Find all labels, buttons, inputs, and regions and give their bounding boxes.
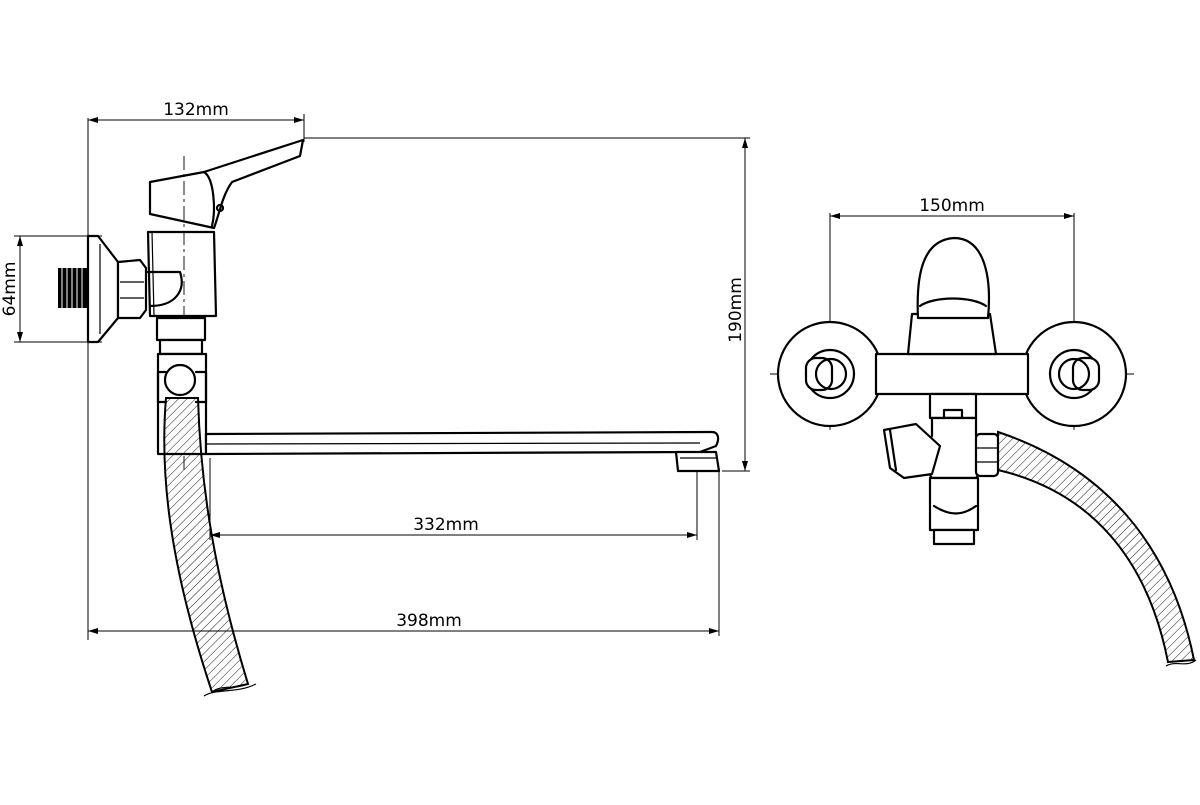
- dimension-top-width: 132mm: [87, 100, 305, 640]
- right-wall-flange: [1020, 320, 1128, 428]
- diverter-front: [882, 392, 1000, 546]
- hose: [163, 397, 257, 697]
- dimension-center-distance: 150mm: [829, 196, 1075, 320]
- dimension-center-distance-label: 150mm: [919, 196, 985, 216]
- dimension-top-width-label: 132mm: [163, 100, 229, 120]
- front-view: 150mm: [770, 196, 1197, 667]
- dimension-total-height-label: 190mm: [726, 277, 746, 343]
- dimension-total-length-label: 398mm: [396, 611, 462, 631]
- dimension-total-height: 190mm: [304, 137, 750, 472]
- wall-flange: [58, 234, 120, 344]
- side-view: 132mm 64mm 190mm 332mm: [0, 100, 750, 697]
- lever-handle-front: [916, 236, 991, 320]
- lever-handle: [148, 138, 305, 230]
- mixer-body-front: [874, 312, 1030, 396]
- dimension-spout-reach-label: 332mm: [413, 515, 479, 535]
- hose-front: [997, 430, 1197, 667]
- hex-nut: [116, 258, 148, 320]
- mixer-body: [146, 230, 218, 318]
- dimension-flange-height-label: 64mm: [0, 262, 20, 317]
- left-wall-flange: [776, 320, 884, 428]
- dimension-spout-reach: 332mm: [209, 458, 698, 540]
- spout: [204, 430, 721, 473]
